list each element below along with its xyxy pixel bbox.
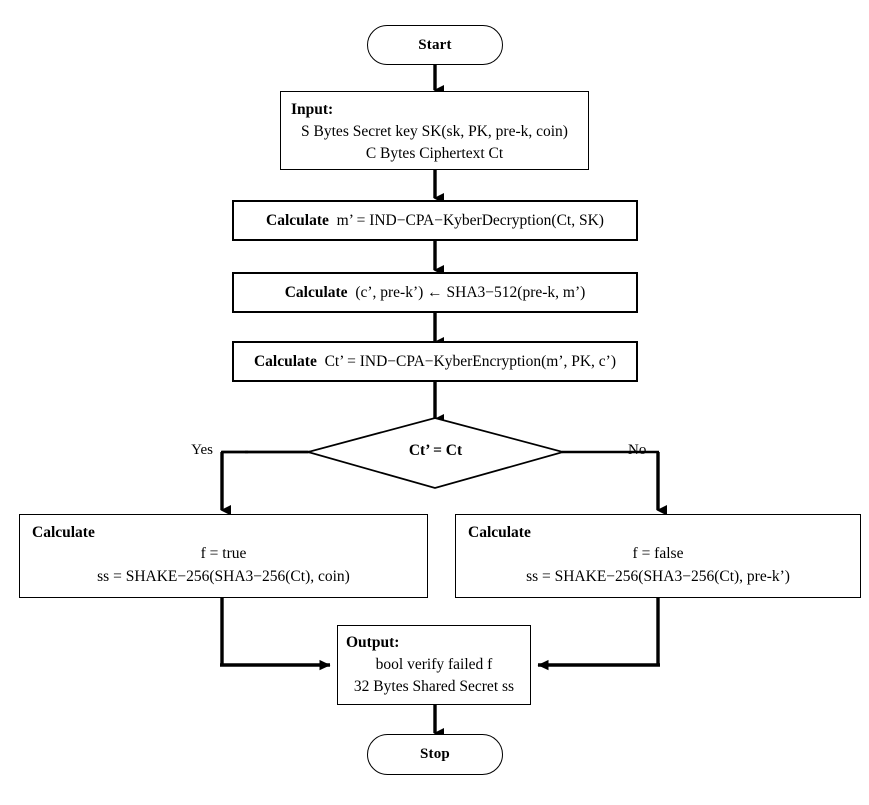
- edge-label-yes: Yes: [191, 442, 213, 458]
- node-calc1-expression: m’ = IND−CPA−KyberDecryption(Ct, SK): [336, 211, 604, 229]
- node-calcno-line-2: ss = SHAKE−256(SHA3−256(Ct), pre-k’): [526, 568, 790, 586]
- node-calc1-keyword: Calculate: [266, 211, 329, 229]
- node-start[interactable]: Start: [367, 25, 503, 65]
- node-calcno-content: Calculate f = false ss = SHAKE−256(SHA3−…: [456, 515, 860, 598]
- node-stop-label: Stop: [420, 746, 450, 762]
- edge-label-no: No: [628, 442, 647, 458]
- decision-diamond-shape: [304, 417, 567, 489]
- node-decision-label: Ct’ = Ct: [408, 442, 463, 459]
- node-calc2-text: Calculate (c’, pre-k’) ← SHA3−512(pre-k,…: [285, 284, 586, 302]
- node-calcyes-content: Calculate f = true ss = SHAKE−256(SHA3−2…: [20, 515, 427, 598]
- node-calc3-expression: Ct’ = IND−CPA−KyberEncryption(m’, PK, c’…: [324, 352, 617, 370]
- node-calculate-true-branch[interactable]: Calculate f = true ss = SHAKE−256(SHA3−2…: [19, 514, 428, 598]
- node-output-line-1: bool verify failed f: [375, 655, 493, 673]
- node-input-content: Input: S Bytes Secret key SK(sk, PK, pre…: [281, 92, 588, 172]
- node-calculate-encryption[interactable]: Calculate Ct’ = IND−CPA−KyberEncryption(…: [232, 341, 638, 382]
- node-calcyes-line-1: f = true: [200, 545, 247, 562]
- node-output[interactable]: Output: bool verify failed f 32 Bytes Sh…: [337, 625, 531, 705]
- node-input-line-1: S Bytes Secret key SK(sk, PK, pre-k, coi…: [301, 122, 568, 140]
- node-calc3-text: Calculate Ct’ = IND−CPA−KyberEncryption(…: [254, 353, 616, 371]
- node-calcyes-line-2: ss = SHAKE−256(SHA3−256(Ct), coin): [97, 568, 350, 586]
- node-calculate-false-branch[interactable]: Calculate f = false ss = SHAKE−256(SHA3−…: [455, 514, 861, 598]
- node-calculate-decryption[interactable]: Calculate m’ = IND−CPA−KyberDecryption(C…: [232, 200, 638, 241]
- node-input-heading: Input:: [291, 101, 334, 118]
- node-decision[interactable]: Ct’ = Ct: [308, 418, 563, 488]
- node-input[interactable]: Input: S Bytes Secret key SK(sk, PK, pre…: [280, 91, 589, 170]
- node-stop[interactable]: Stop: [367, 734, 503, 775]
- node-calc3-keyword: Calculate: [253, 352, 317, 370]
- node-calc1-text: Calculate m’ = IND−CPA−KyberDecryption(C…: [266, 212, 604, 230]
- node-calcno-keyword: Calculate: [468, 524, 531, 541]
- node-input-line-2: C Bytes Ciphertext Ct: [365, 145, 504, 163]
- node-output-heading: Output:: [346, 634, 400, 651]
- node-calculate-sha3-512[interactable]: Calculate (c’, pre-k’) ← SHA3−512(pre-k,…: [232, 272, 638, 313]
- node-calc2-expression: (c’, pre-k’) ← SHA3−512(pre-k, m’): [355, 283, 586, 301]
- node-calc2-keyword: Calculate: [284, 283, 348, 301]
- node-output-content: Output: bool verify failed f 32 Bytes Sh…: [338, 626, 530, 706]
- node-calcno-line-1: f = false: [632, 545, 684, 562]
- node-calcyes-keyword: Calculate: [32, 524, 95, 541]
- node-output-line-2: 32 Bytes Shared Secret ss: [353, 678, 515, 696]
- node-start-label: Start: [418, 36, 452, 53]
